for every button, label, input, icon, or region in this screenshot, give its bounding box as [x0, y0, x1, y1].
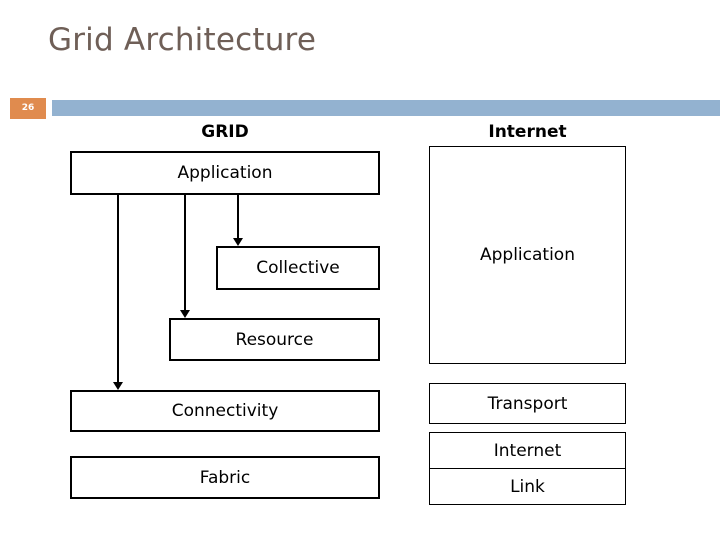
grid-layer-resource[interactable]: Resource	[169, 318, 380, 361]
internet-layer-internet[interactable]: Internet	[429, 432, 626, 469]
connector-application-to-collective	[237, 195, 239, 243]
column-heading-internet: Internet	[488, 122, 567, 142]
page-number-badge: 26	[10, 98, 46, 119]
arrowhead-resource	[180, 310, 190, 318]
column-heading-grid: GRID	[201, 122, 249, 142]
grid-layer-application[interactable]: Application	[70, 151, 380, 195]
grid-layer-connectivity[interactable]: Connectivity	[70, 390, 380, 432]
page-title: Grid Architecture	[48, 22, 317, 58]
grid-layer-fabric[interactable]: Fabric	[70, 456, 380, 499]
internet-layer-link[interactable]: Link	[429, 468, 626, 505]
arrowhead-connectivity	[113, 382, 123, 390]
connector-application-to-resource	[184, 195, 186, 315]
header-accent-bar	[52, 100, 720, 116]
connector-application-to-connectivity	[117, 195, 119, 387]
internet-layer-transport[interactable]: Transport	[429, 383, 626, 424]
internet-layer-application[interactable]: Application	[429, 146, 626, 364]
arrowhead-collective	[233, 238, 243, 246]
grid-layer-collective[interactable]: Collective	[216, 246, 380, 290]
